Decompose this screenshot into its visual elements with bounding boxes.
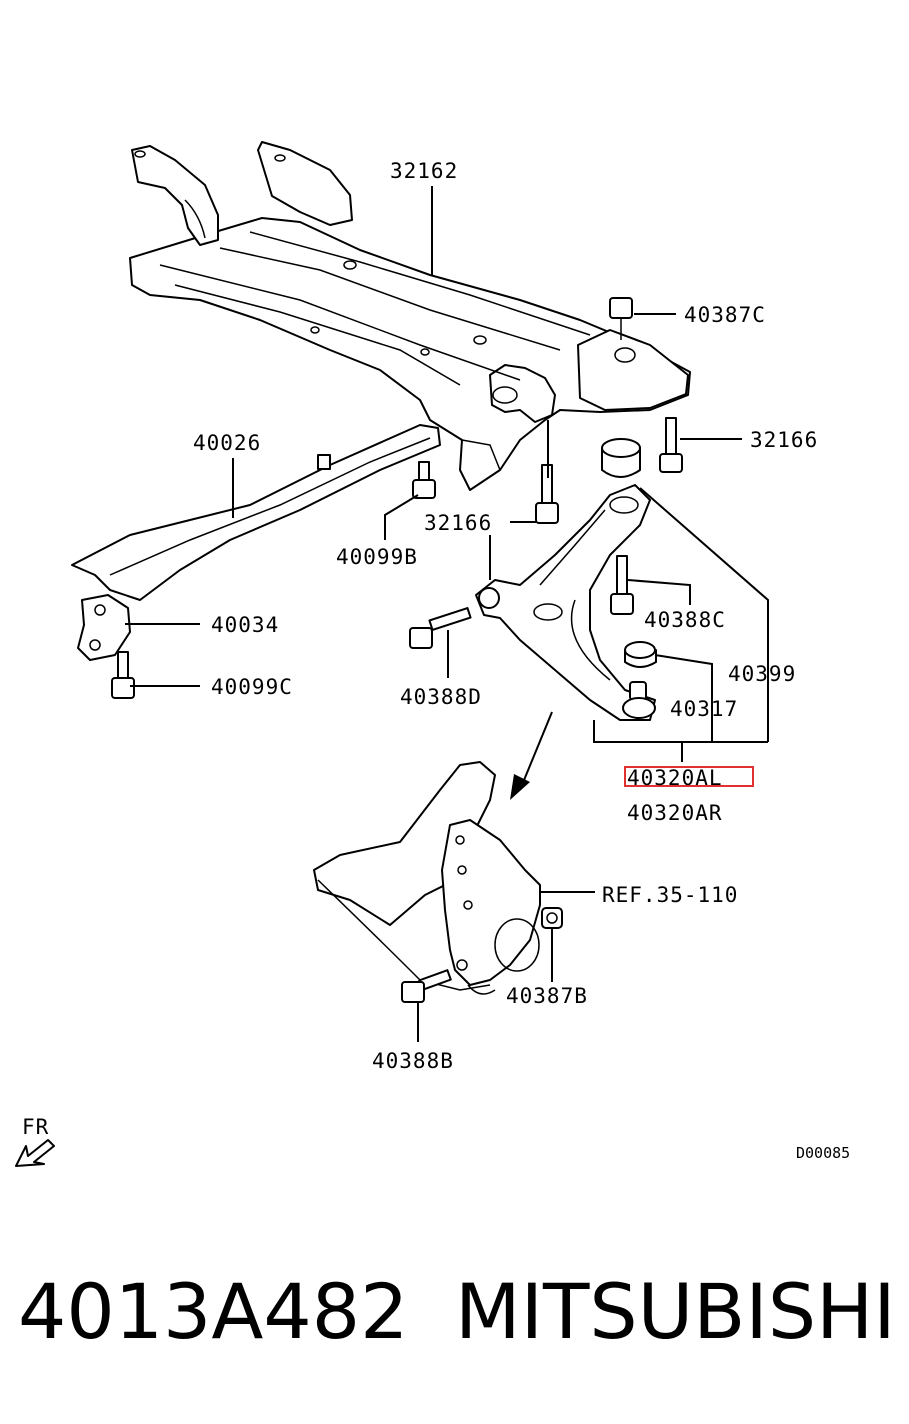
lower-arm-40320al [475, 484, 656, 721]
bolt-40387c [609, 297, 633, 340]
label-40026: 40026 [193, 431, 261, 455]
bolt-32166-right [659, 417, 683, 473]
direction-arrow [510, 711, 553, 800]
bolt-40099b [412, 461, 436, 499]
footer-brand: MITSUBISHI [455, 1267, 896, 1356]
label-40387b: 40387B [506, 984, 588, 1008]
diagram-code: D00085 [796, 1144, 850, 1162]
label-40034: 40034 [211, 613, 279, 637]
leader-lines [125, 186, 769, 1042]
label-40387c: 40387C [684, 303, 766, 327]
bolt-40388b [401, 969, 452, 1003]
label-32166-mid: 32166 [424, 511, 492, 535]
label-ref-35-110: REF.35-110 [602, 883, 738, 907]
label-40320al: 40320AL [627, 766, 723, 790]
label-40388b: 40388B [372, 1049, 454, 1073]
front-arrow-icon [15, 1139, 55, 1167]
bolt-40099c [111, 651, 135, 699]
subframe-32162 [129, 141, 691, 491]
label-fr: FR [22, 1115, 49, 1139]
balljoint-40317 [622, 681, 656, 719]
label-40317: 40317 [670, 697, 738, 721]
bolt-40388d [409, 607, 472, 649]
highlight-box [624, 766, 754, 787]
label-40388c: 40388C [644, 608, 726, 632]
bolt-40388c [610, 555, 634, 615]
bracket-40034 [77, 594, 131, 661]
stay-40026 [71, 424, 441, 601]
footer-part-number: 4013A482 [18, 1267, 408, 1356]
nut-40387b [541, 907, 563, 929]
boot-40317 [624, 641, 657, 668]
label-32162: 32162 [390, 159, 458, 183]
label-32166-right: 32166 [750, 428, 818, 452]
label-40099b: 40099B [336, 545, 418, 569]
bushing-40399 [601, 438, 641, 478]
label-40388d: 40388D [400, 685, 482, 709]
label-40320ar: 40320AR [627, 801, 723, 825]
label-40099c: 40099C [211, 675, 293, 699]
knuckle-ref [313, 761, 541, 995]
label-40399: 40399 [728, 662, 796, 686]
